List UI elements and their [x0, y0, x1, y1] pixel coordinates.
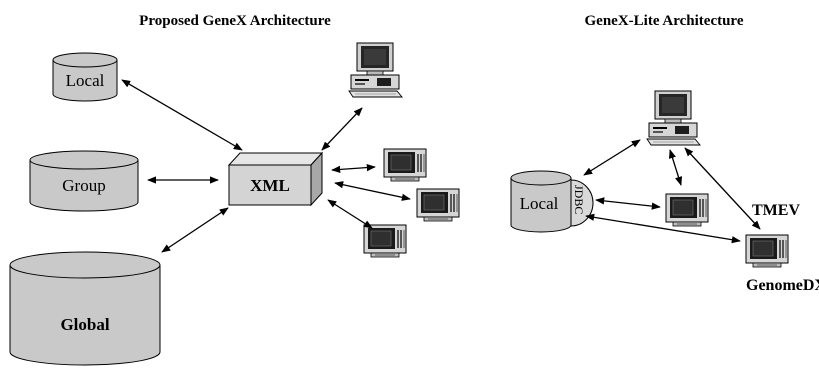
local-database: Local: [52, 52, 118, 102]
lite-workstation-icon: [646, 90, 701, 146]
genomedx-terminal-icon: [745, 234, 789, 268]
left-diagram-title: Proposed GeneX Architecture: [139, 13, 331, 29]
group-database: Group: [29, 150, 139, 212]
tmev-label: TMEV: [752, 202, 800, 219]
arrow-jdbc-workstation: [583, 139, 641, 176]
arrow-global-xml: [161, 207, 229, 253]
terminal-icon: [363, 224, 407, 258]
xml-hub-label: XML: [250, 176, 290, 195]
global-database: Global: [9, 251, 161, 366]
local-database-label: Local: [66, 71, 105, 90]
arrow-workstation-terminal: [668, 149, 683, 186]
genomedx-label: GenomeDX: [746, 277, 819, 294]
right-connections: [583, 139, 761, 244]
terminal-icon: [383, 148, 427, 182]
arrow-xml-workstation: [321, 107, 363, 151]
left-connections: [121, 79, 411, 253]
arrow-xml-terminal-1: [331, 163, 376, 174]
arrow-jdbc-terminal: [595, 197, 661, 210]
jdbc-label: JDBC: [572, 185, 586, 214]
global-database-label: Global: [60, 315, 109, 334]
lite-terminal-icon: [665, 193, 709, 227]
xml-hub: XML: [227, 151, 324, 207]
workstation-icon: [348, 42, 403, 98]
arrow-local-xml: [121, 79, 243, 151]
arrow-xml-terminal-3: [327, 199, 373, 229]
lite-local-database: Local: [510, 170, 572, 233]
lite-local-database-label: Local: [520, 194, 559, 213]
arrow-jdbc-genomedx: [585, 213, 741, 244]
group-database-label: Group: [62, 176, 105, 195]
terminal-icon: [416, 188, 460, 222]
arrow-workstation-genomedx: [684, 147, 761, 230]
right-diagram-title: GeneX-Lite Architecture: [585, 13, 744, 29]
jdbc-connector: JDBC: [570, 179, 594, 227]
arrow-xml-terminal-2: [334, 181, 411, 201]
